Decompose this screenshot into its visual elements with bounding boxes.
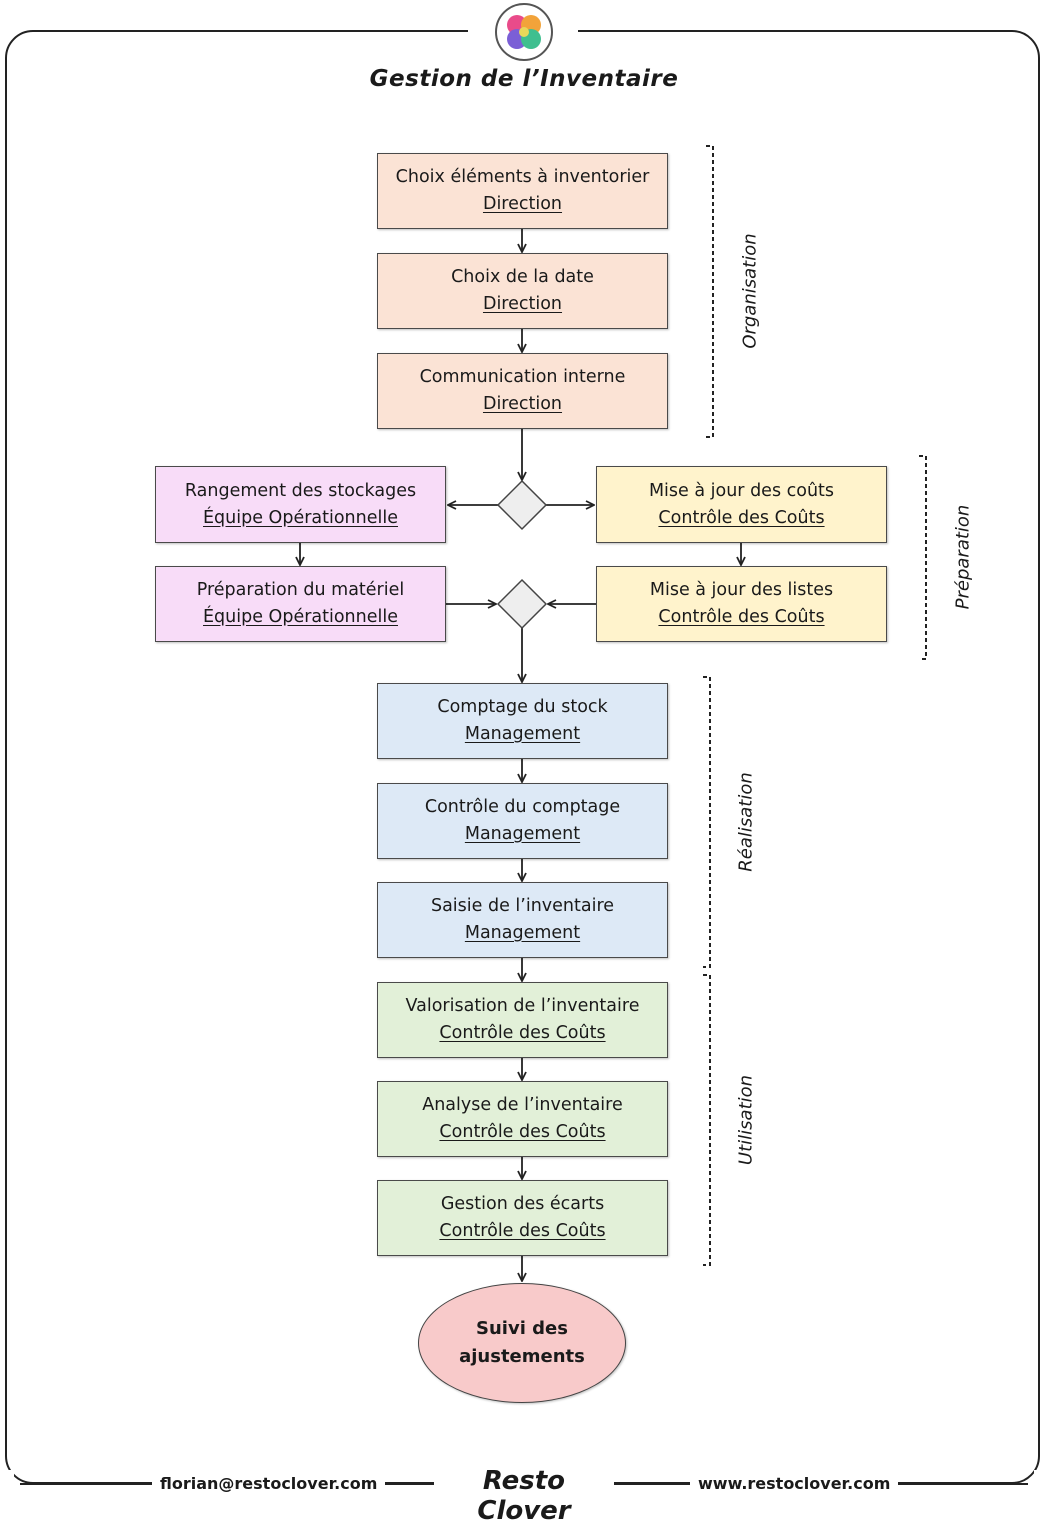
step-role: Direction [482, 294, 563, 314]
footer-right-cover [1034, 1470, 1048, 1498]
step-role: Direction [482, 194, 563, 214]
step-title: Choix éléments à inventorier [395, 167, 650, 187]
step-choix-elements: Choix éléments à inventorier Direction [377, 153, 668, 229]
page-title: Gestion de l’Inventaire [369, 66, 679, 92]
footer-website-link[interactable]: www.restoclover.com [690, 1474, 899, 1493]
step-controle-comptage: Contrôle du comptage Management [377, 783, 668, 859]
step-role: Équipe Opérationnelle [203, 507, 398, 528]
step-title: Préparation du matériel [196, 580, 405, 600]
footer-left-cover [0, 1470, 14, 1498]
step-role: Équipe Opérationnelle [203, 607, 398, 627]
phase-label-organisation: Organisation [739, 233, 761, 349]
final-step-suivi: Suivi des ajustements [418, 1283, 626, 1403]
step-title: Gestion des écarts [440, 1194, 605, 1214]
step-role: Management [464, 923, 581, 943]
bracket-utilisation [703, 974, 711, 1266]
step-maj-listes: Mise à jour des listes Contrôle des Coût… [596, 566, 887, 642]
footer-brand: Resto Clover [434, 1466, 614, 1526]
step-saisie: Saisie de l’inventaire Management [377, 882, 668, 958]
decision-diamond-merge [496, 578, 548, 630]
bracket-realisation [703, 676, 711, 968]
step-communication: Communication interne Direction [377, 353, 668, 429]
step-role: Management [464, 824, 581, 844]
step-analyse: Analyse de l’inventaire Contrôle des Coû… [377, 1081, 668, 1157]
step-maj-couts: Mise à jour des coûts Contrôle des Coûts [596, 466, 887, 543]
step-title: Mise à jour des coûts [648, 480, 835, 501]
step-title: Contrôle du comptage [424, 797, 621, 817]
step-valorisation: Valorisation de l’inventaire Contrôle de… [377, 982, 668, 1058]
step-role: Contrôle des Coûts [439, 1221, 606, 1241]
bracket-organisation [706, 145, 714, 438]
step-role: Contrôle des Coûts [439, 1023, 606, 1043]
step-comptage: Comptage du stock Management [377, 683, 668, 759]
step-title: Valorisation de l’inventaire [405, 996, 640, 1016]
decision-diamond-split [496, 479, 548, 531]
step-title: Comptage du stock [437, 697, 608, 717]
bracket-preparation [919, 455, 927, 660]
step-role: Contrôle des Coûts [658, 607, 825, 627]
final-step-line1: Suivi des [476, 1318, 568, 1339]
step-role: Management [464, 724, 581, 744]
step-role: Contrôle des Coûts [658, 507, 825, 528]
step-role: Direction [482, 394, 563, 414]
step-rangement: Rangement des stockages Équipe Opération… [155, 466, 446, 543]
step-title: Saisie de l’inventaire [430, 896, 615, 916]
step-title: Mise à jour des listes [649, 580, 834, 600]
final-step-line2: ajustements [459, 1346, 585, 1367]
phase-label-preparation: Préparation [952, 504, 974, 610]
step-preparation-materiel: Préparation du matériel Équipe Opération… [155, 566, 446, 642]
step-choix-date: Choix de la date Direction [377, 253, 668, 329]
step-role: Contrôle des Coûts [439, 1122, 606, 1142]
step-title: Communication interne [419, 367, 626, 387]
step-title: Analyse de l’inventaire [422, 1095, 623, 1115]
step-title: Rangement des stockages [184, 480, 417, 501]
clover-logo-icon [495, 3, 553, 61]
phase-label-realisation: Réalisation [735, 772, 757, 872]
step-title: Choix de la date [451, 267, 594, 287]
footer-email-link[interactable]: florian@restoclover.com [152, 1474, 386, 1493]
step-gestion-ecarts: Gestion des écarts Contrôle des Coûts [377, 1180, 668, 1256]
phase-label-utilisation: Utilisation [735, 1074, 757, 1166]
